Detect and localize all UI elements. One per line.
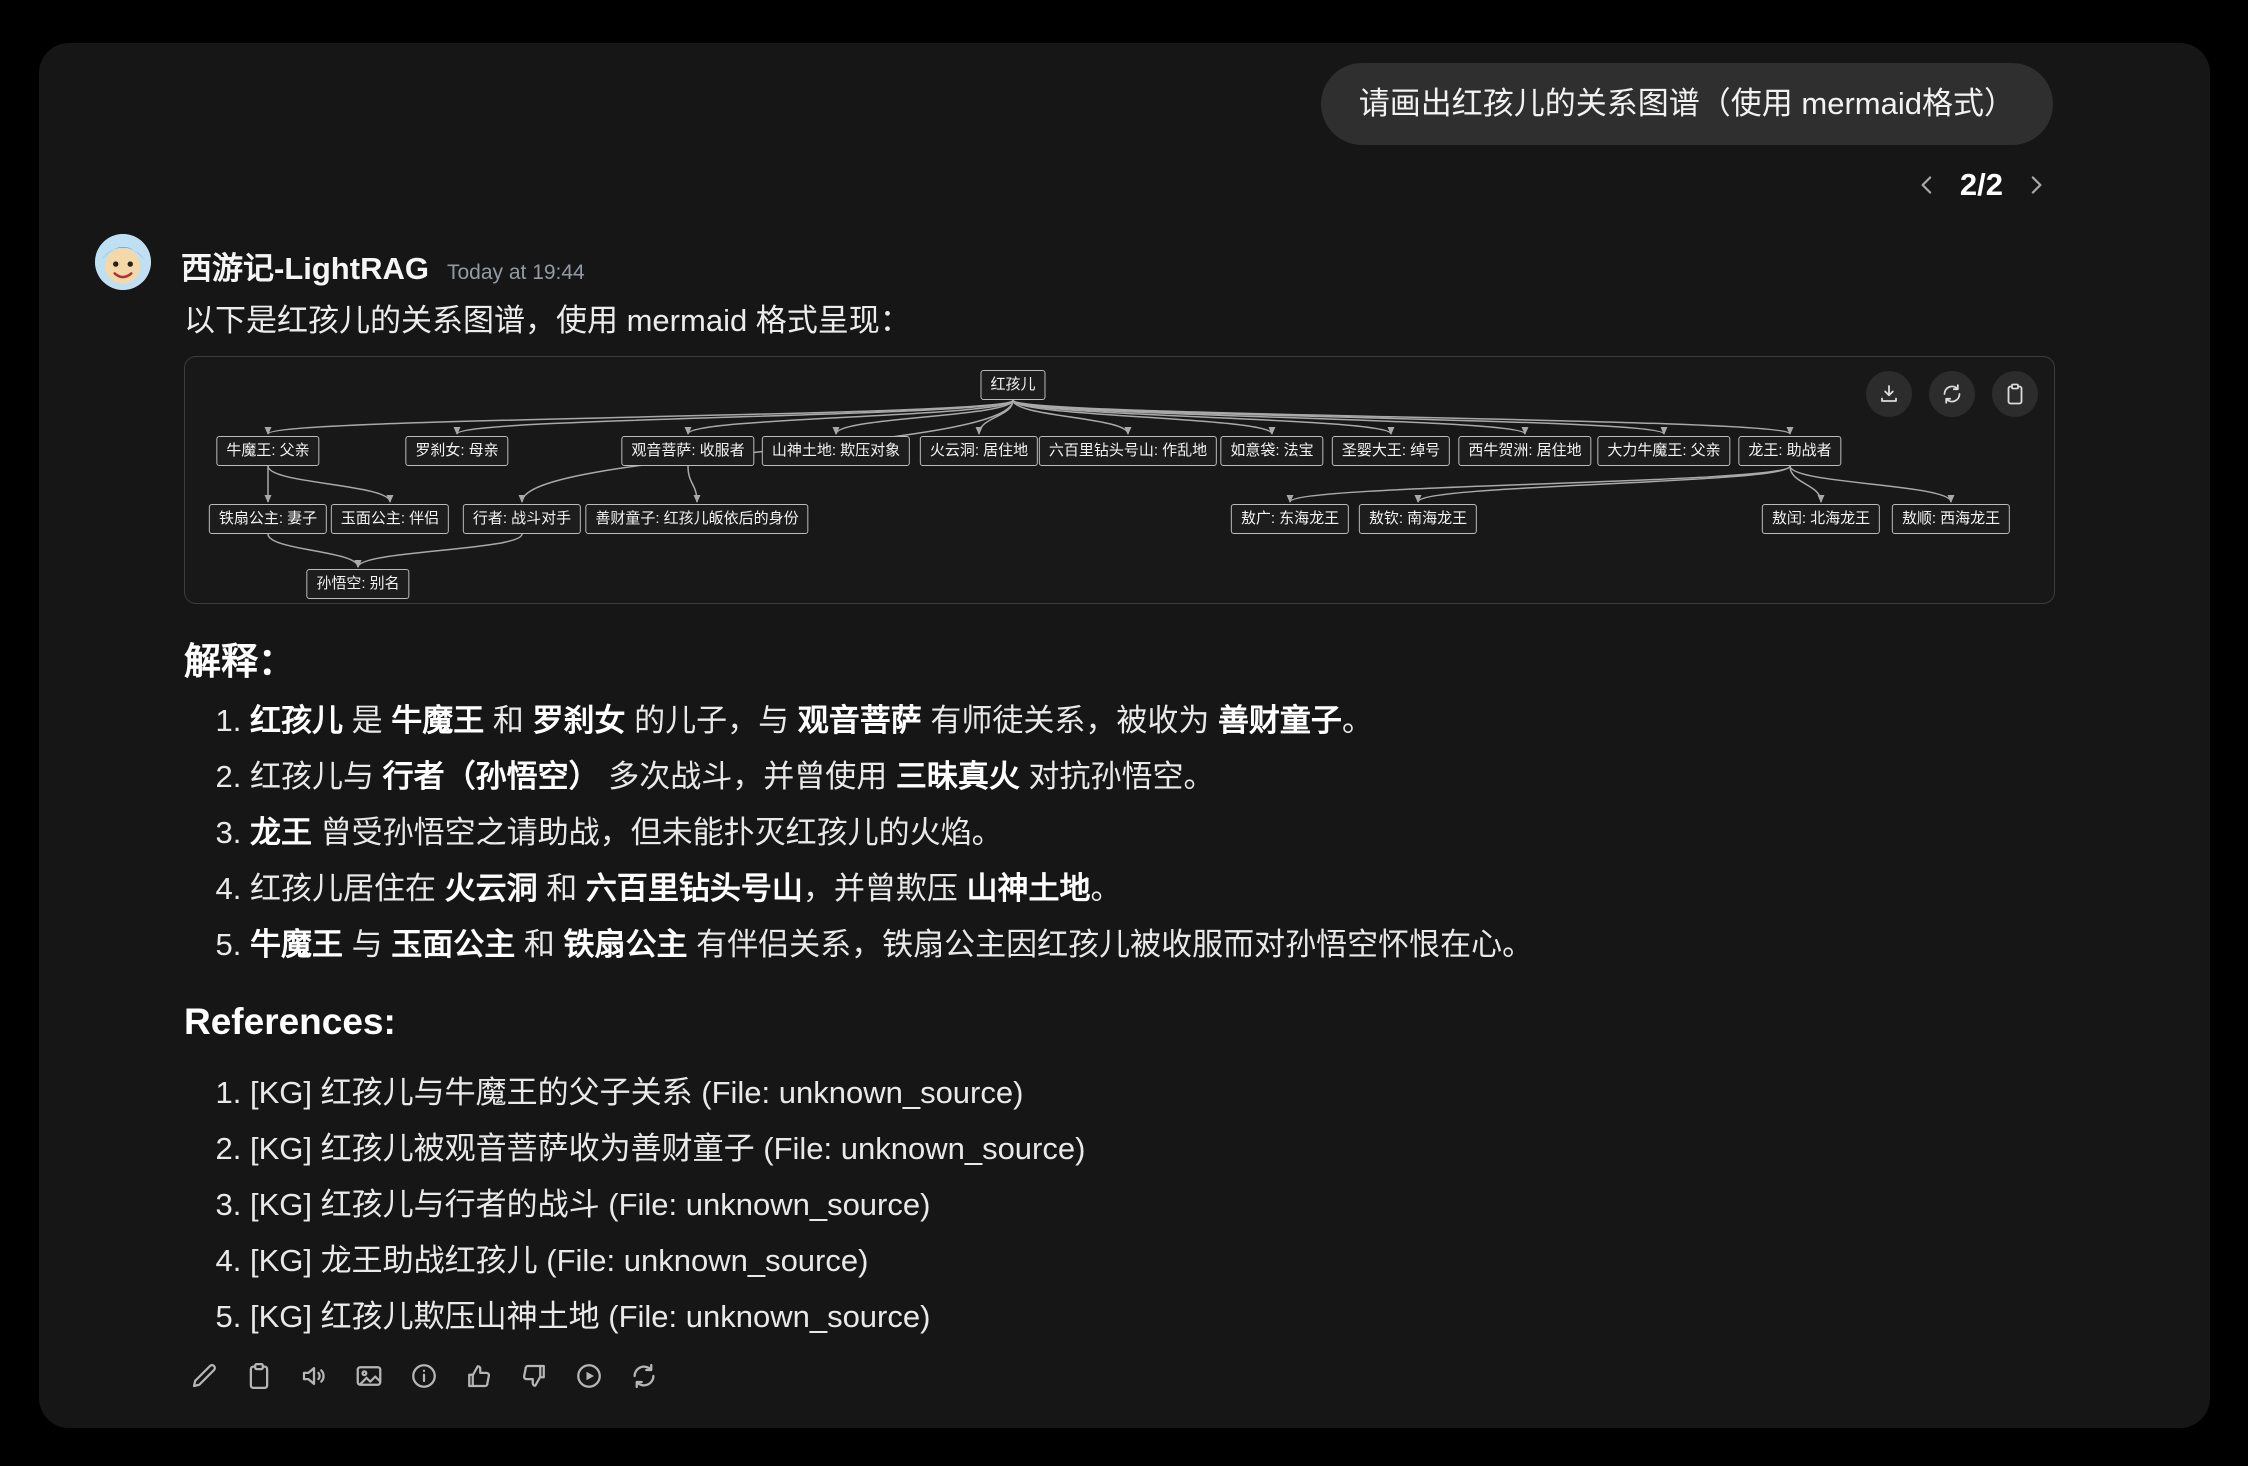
copy-button[interactable]	[1992, 371, 2038, 417]
regenerate-button[interactable]	[629, 1361, 659, 1391]
explanation-item: 龙王 曾受孙悟空之请助战，但未能扑灭红孩儿的火焰。	[250, 811, 1533, 854]
chevron-right-icon	[2031, 176, 2042, 194]
edit-icon	[192, 1364, 216, 1388]
diagram-toolbar	[1866, 371, 2038, 417]
speak-icon	[302, 1367, 325, 1385]
avatar[interactable]	[95, 234, 151, 290]
thumbs-up-button[interactable]	[464, 1361, 494, 1391]
chevron-left-icon[interactable]	[1910, 168, 1944, 202]
speak-button[interactable]	[299, 1361, 329, 1391]
image-icon	[356, 1366, 382, 1386]
graph-node[interactable]: 牛魔王: 父亲	[216, 436, 320, 466]
graph-node[interactable]: 罗刹女: 母亲	[405, 436, 509, 466]
graph-node[interactable]: 观音菩萨: 收服者	[621, 436, 755, 466]
reference-item: [KG] 红孩儿被观音菩萨收为善财童子 (File: unknown_sourc…	[250, 1127, 1085, 1170]
chevron-right-icon[interactable]	[2019, 168, 2053, 202]
mermaid-graph: 红孩儿牛魔王: 父亲 罗刹女: 母亲 观音菩萨: 收服者山神土地: 欺压对象火云洞:…	[185, 357, 2054, 603]
graph-node[interactable]: 行者: 战斗对手	[462, 504, 582, 534]
references-heading: References:	[184, 1001, 396, 1042]
graph-node[interactable]: 如意袋: 法宝	[1220, 436, 1324, 466]
graph-node[interactable]: 玉面公主: 伴侣	[330, 504, 450, 534]
references-list: [KG] 红孩儿与牛魔王的父子关系 (File: unknown_source)…	[184, 1071, 1085, 1351]
message-toolbar	[189, 1361, 659, 1391]
download-icon	[1881, 385, 1897, 402]
graph-node[interactable]: 大力牛魔王: 父亲	[1597, 436, 1731, 466]
message-pagination: 2/2	[1910, 161, 2053, 209]
message-timestamp: Today at 19:44	[446, 261, 585, 284]
explanation-list: 红孩儿 是 牛魔王 和 罗刹女 的儿子，与 观音菩萨 有师徒关系，被收为 善财童…	[184, 699, 1533, 979]
graph-node[interactable]: 敖顺: 西海龙王	[1891, 504, 2011, 534]
pagination-count: 2/2	[1959, 167, 2003, 202]
copy-button[interactable]	[244, 1361, 274, 1391]
reference-item: [KG] 红孩儿与行者的战斗 (File: unknown_source)	[250, 1183, 1085, 1226]
explanation-item: 红孩儿 是 牛魔王 和 罗刹女 的儿子，与 观音菩萨 有师徒关系，被收为 善财童…	[250, 699, 1533, 742]
graph-node[interactable]: 龙王: 助战者	[1738, 436, 1842, 466]
message-intro-text: 以下是红孩儿的关系图谱，使用 mermaid 格式呈现：	[184, 303, 911, 338]
play-icon	[577, 1364, 601, 1388]
bot-name[interactable]: 西游记-LightRAG	[181, 251, 429, 286]
user-message-bubble: 请画出红孩儿的关系图谱（使用 mermaid格式）	[1320, 63, 2053, 145]
explanation-item: 牛魔王 与 玉面公主 和 铁扇公主 有伴侣关系，铁扇公主因红孩儿被收服而对孙悟空…	[250, 923, 1533, 966]
explanation-heading: 解释：	[184, 641, 295, 682]
user-message-text: 请画出红孩儿的关系图谱（使用 mermaid格式）	[1358, 86, 2015, 121]
graph-node[interactable]: 铁扇公主: 妻子	[208, 504, 328, 534]
graph-edges	[264, 399, 1955, 568]
reference-item: [KG] 龙王助战红孩儿 (File: unknown_source)	[250, 1239, 1085, 1282]
graph-node[interactable]: 红孩儿	[980, 370, 1046, 400]
info-button[interactable]	[409, 1361, 439, 1391]
copy-icon	[2007, 383, 2023, 405]
graph-node[interactable]: 火云洞: 居住地	[919, 436, 1039, 466]
copy-icon	[249, 1363, 269, 1389]
reference-item: [KG] 红孩儿与牛魔王的父子关系 (File: unknown_source)	[250, 1071, 1085, 1114]
graph-node[interactable]: 孙悟空: 别名	[306, 569, 410, 599]
graph-node[interactable]: 六百里钻头号山: 作乱地	[1038, 436, 1218, 466]
explanation-item: 红孩儿与 行者（孙悟空） 多次战斗，并曾使用 三昧真火 对抗孙悟空。	[250, 755, 1533, 798]
download-button[interactable]	[1866, 371, 1912, 417]
reference-item: [KG] 红孩儿欺压山神土地 (File: unknown_source)	[250, 1295, 1085, 1338]
graph-node[interactable]: 西牛贺洲: 居住地	[1458, 436, 1592, 466]
relationship-diagram: 红孩儿牛魔王: 父亲 罗刹女: 母亲 观音菩萨: 收服者山神土地: 欺压对象火云洞:…	[184, 356, 2055, 604]
explanation-item: 红孩儿居住在 火云洞 和 六百里钻头号山，并曾欺压 山神土地。	[250, 867, 1533, 910]
graph-node[interactable]: 山神土地: 欺压对象	[761, 436, 911, 466]
graph-node[interactable]: 敖闰: 北海龙王	[1761, 504, 1881, 534]
graph-node[interactable]: 圣婴大王: 绰号	[1331, 436, 1451, 466]
thumbs-down-button[interactable]	[519, 1361, 549, 1391]
graph-node[interactable]: 敖广: 东海龙王	[1230, 504, 1350, 534]
info-icon	[412, 1364, 436, 1388]
message-header: 西游记-LightRAG Today at 19:44	[181, 243, 585, 288]
chat-panel: 请画出红孩儿的关系图谱（使用 mermaid格式） 2/2 西游记-LightR…	[39, 43, 2210, 1428]
graph-node[interactable]: 敖钦: 南海龙王	[1358, 504, 1478, 534]
edit-button[interactable]	[189, 1361, 219, 1391]
graph-node[interactable]: 善财童子: 红孩儿皈依后的身份	[585, 504, 809, 534]
refresh-button[interactable]	[1929, 371, 1975, 417]
chevron-left-icon	[1921, 176, 1932, 194]
thumbs-down-icon	[522, 1364, 545, 1387]
image-button[interactable]	[354, 1361, 384, 1391]
regenerate-icon	[633, 1363, 655, 1389]
avatar-image	[95, 234, 151, 290]
play-button[interactable]	[574, 1361, 604, 1391]
refresh-icon	[1943, 384, 1961, 404]
thumbs-up-icon	[468, 1365, 491, 1388]
